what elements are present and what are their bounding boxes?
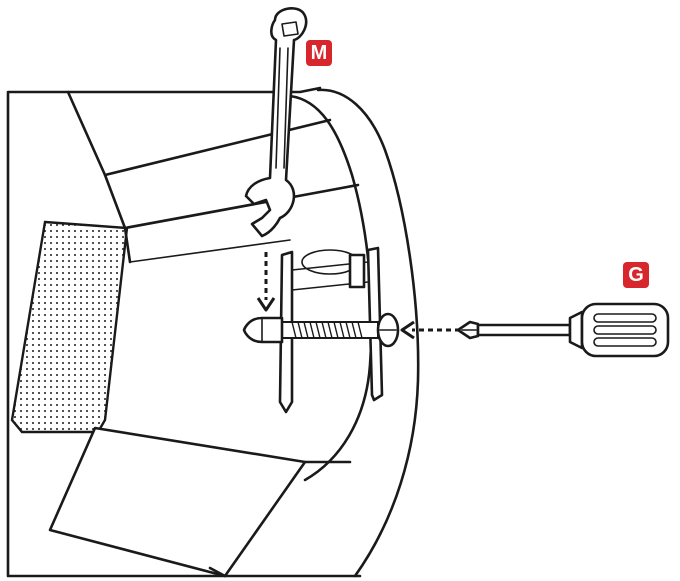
- wrench-callout-badge: M: [306, 40, 332, 66]
- back-panel: [66, 90, 132, 264]
- wrench-direction-arrow: [256, 252, 276, 312]
- open-end-wrench: [244, 7, 308, 238]
- lower-cushion-edge: [208, 460, 352, 578]
- phillips-screwdriver: [456, 302, 670, 358]
- body-frame: [6, 86, 362, 578]
- curved-shell: [316, 88, 420, 578]
- bracket-block: [348, 253, 366, 289]
- side-ledge: [129, 184, 356, 263]
- screwdriver-direction-arrow: [400, 320, 460, 340]
- cap-nut: [242, 316, 284, 344]
- screwdriver-callout-badge: G: [623, 262, 649, 288]
- bolt-threads: [291, 321, 363, 339]
- top-block: [103, 118, 360, 230]
- lower-cushion: [48, 426, 307, 578]
- mesh-pad: [10, 220, 129, 434]
